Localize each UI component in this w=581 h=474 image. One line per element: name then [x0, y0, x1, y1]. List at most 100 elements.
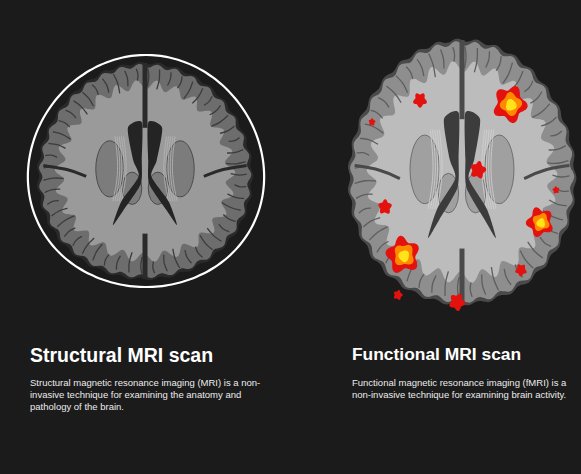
sulcus-line	[474, 48, 477, 72]
capsule-fibre	[491, 130, 496, 209]
sulcus-line	[524, 81, 533, 92]
sulcus-line	[226, 162, 246, 164]
sulcus-line	[504, 269, 511, 285]
sulcus-line	[528, 242, 543, 258]
midline-fissure	[460, 40, 465, 119]
sulcus-line	[184, 82, 193, 99]
sulcus-line	[540, 237, 551, 246]
sulcus-line	[66, 110, 76, 118]
sulcus-line	[177, 76, 182, 88]
sulcus-line	[147, 68, 148, 86]
sulcus-line	[552, 175, 569, 177]
activation-core	[395, 245, 414, 265]
sulcus-line	[470, 282, 472, 296]
brain-edge	[37, 62, 253, 280]
sulcus-line	[185, 250, 192, 263]
sulcus-line	[82, 238, 94, 254]
midline-fissure	[143, 234, 148, 279]
sulcus-line	[102, 79, 108, 93]
sulcus-line	[386, 86, 401, 103]
panel-description: Functional magnetic resonance imaging (f…	[352, 377, 576, 401]
sulcus-line	[164, 255, 168, 271]
sulcus-line	[43, 178, 63, 180]
sulcus-line	[432, 276, 436, 293]
midline-fissure	[143, 63, 148, 128]
activation-blob	[494, 86, 528, 123]
activation-blob	[413, 93, 427, 107]
sulcus-line	[541, 117, 556, 126]
sulcus-line	[549, 200, 567, 206]
sulcus-line	[125, 71, 128, 87]
sulcus-line	[465, 47, 467, 68]
activation-peak	[506, 99, 517, 111]
sulcus-line	[227, 194, 244, 199]
sulcus-line	[419, 274, 424, 288]
sulcus-line	[113, 74, 119, 93]
sulcus-line	[45, 189, 61, 192]
sulcus-line	[365, 124, 384, 133]
capsule-fibre	[172, 136, 177, 201]
sulcus-line	[210, 105, 221, 114]
sulcus-line	[503, 63, 513, 84]
sulcus-line	[530, 92, 541, 104]
sulcus-line	[223, 214, 235, 221]
sulcus-line	[222, 203, 241, 211]
lateral-sulcus	[43, 166, 86, 177]
lateral-ventricle	[113, 121, 143, 225]
sulcus-line	[47, 201, 58, 205]
sulcus-line	[360, 138, 378, 144]
sulcus-line	[363, 218, 380, 227]
sulcus-line	[129, 252, 132, 272]
sulcus-line	[229, 138, 240, 142]
sulcus-line	[153, 261, 155, 273]
sulcus-line	[357, 153, 369, 156]
sulcus-line	[547, 161, 568, 164]
activation-core	[533, 213, 550, 231]
sulcus-line	[219, 224, 229, 232]
sulcus-line	[496, 56, 501, 71]
sulcus-line	[136, 69, 138, 81]
sulcus-line	[116, 256, 120, 270]
sulcus-line	[549, 146, 566, 150]
sulcus-line	[491, 267, 498, 291]
activation-blob	[378, 199, 391, 214]
panel-heading: Structural MRI scan	[30, 344, 280, 367]
sulcus-line	[82, 92, 93, 106]
activation-blob	[386, 236, 419, 273]
sulcus-line	[378, 98, 389, 108]
sulcus-line	[157, 70, 160, 90]
activation-blob	[515, 264, 526, 276]
sulcus-line	[482, 274, 486, 294]
sulcus-line	[92, 85, 98, 95]
sulcus-line	[59, 121, 70, 128]
sulcus-line	[48, 143, 65, 148]
activation-blob	[394, 290, 403, 300]
brain-edge	[348, 39, 576, 306]
activation-blob	[449, 294, 465, 311]
sulcus-line	[207, 228, 221, 241]
sulcus-line	[200, 235, 212, 249]
sulcus-line	[550, 131, 562, 136]
sulcus-line	[231, 174, 247, 176]
sulcus-line	[173, 249, 180, 268]
sulcus-line	[227, 149, 243, 153]
activation-core	[500, 92, 522, 116]
sulcus-line	[356, 194, 373, 198]
lateral-sulcus	[204, 166, 247, 177]
structural-brain	[37, 62, 253, 280]
lateral-ventricle	[465, 111, 496, 238]
capsule-fibre	[428, 130, 433, 209]
sulcus-line	[52, 208, 68, 216]
sulcus-line	[93, 244, 103, 260]
sulcus-line	[359, 208, 371, 213]
lateral-ventricle	[147, 121, 177, 225]
head-outline	[28, 55, 264, 287]
functional-brain	[348, 39, 576, 306]
sulcus-line	[45, 155, 57, 157]
activation-peak	[536, 218, 545, 227]
sulcus-line	[64, 228, 75, 237]
sulcus-line	[212, 115, 229, 126]
sulcus-line	[441, 49, 444, 68]
panel-description: Structural magnetic resonance imaging (M…	[30, 377, 268, 413]
